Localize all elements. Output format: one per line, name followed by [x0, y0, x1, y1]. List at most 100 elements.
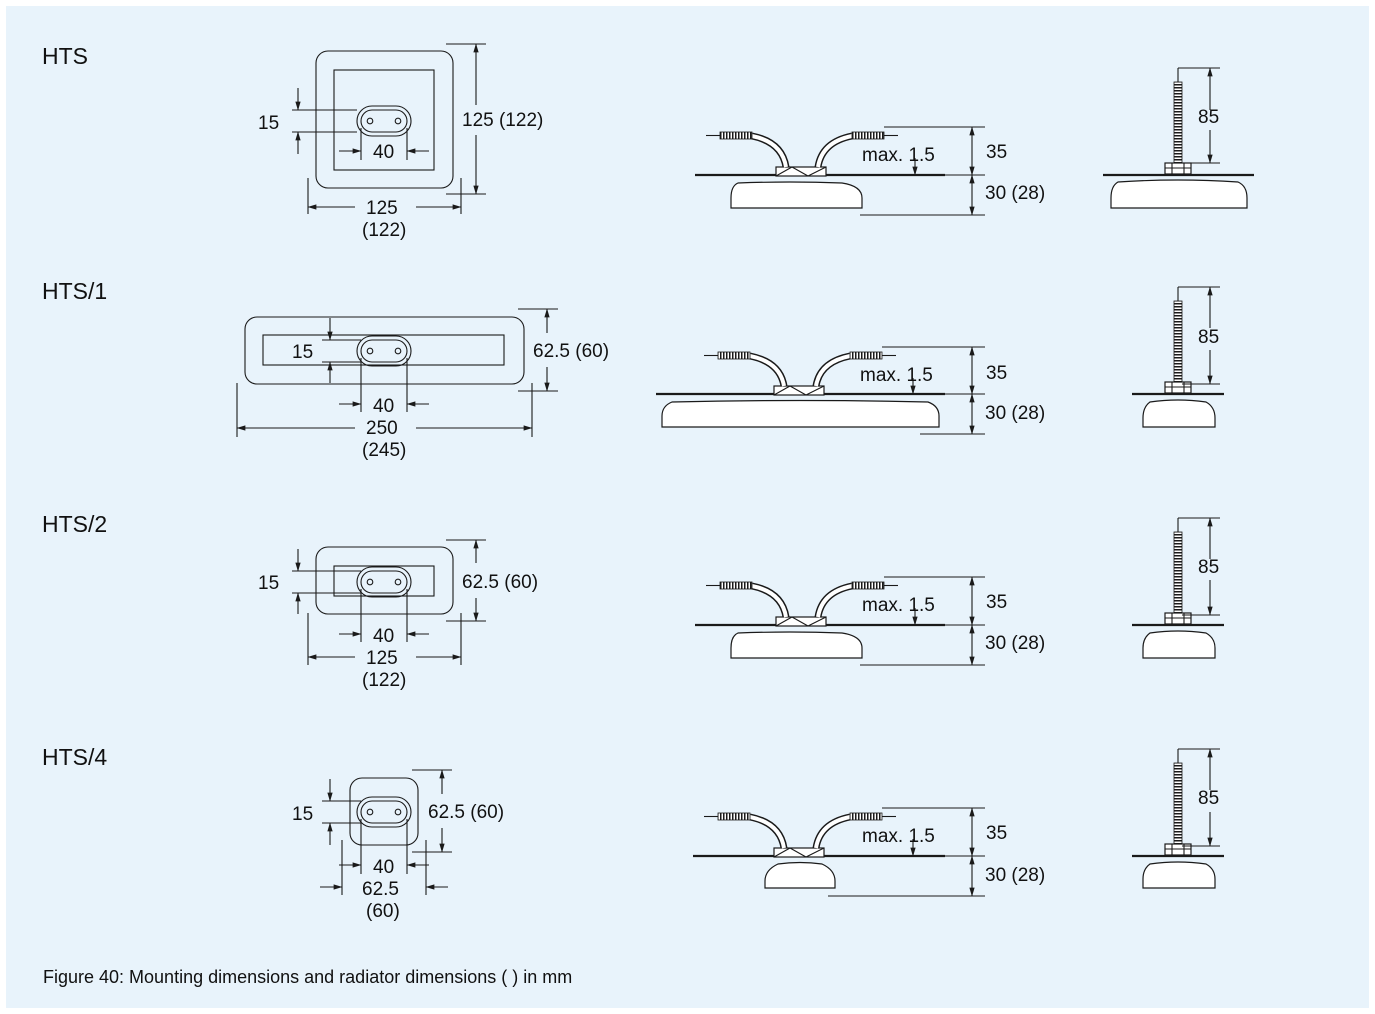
side-view-hts-2: max. 1.5 35 30 (28)	[695, 576, 1045, 666]
depth-label: 30 (28)	[985, 633, 1045, 654]
depth-label: 30 (28)	[985, 183, 1045, 204]
cable-right	[851, 581, 885, 590]
variant-hts: HTS 15 40 125 (122)	[42, 43, 1254, 241]
height-dimension-label: 62.5 (60)	[533, 341, 609, 362]
width-dimension-sub-label: (122)	[362, 220, 406, 241]
width-dimension-sub-label: (122)	[362, 670, 406, 691]
cable-right	[851, 131, 885, 140]
mounting-cutout	[333, 69, 435, 171]
radiator-body	[661, 399, 940, 428]
radiator-outline	[244, 316, 525, 385]
radiator-body	[730, 631, 863, 659]
radiator-outline	[349, 777, 419, 846]
slot-inner	[360, 570, 408, 594]
variant-hts-4: HTS/4 15 40 62.5 (60)	[42, 744, 1224, 922]
model-label-hts: HTS	[42, 43, 88, 69]
width-dimension-sub-label: (60)	[366, 901, 400, 922]
width-dimension-label: 250	[366, 418, 398, 439]
height-dimension-label: 62.5 (60)	[428, 802, 504, 823]
radiator-outline	[315, 546, 454, 615]
screw-hole-icon	[394, 808, 402, 816]
radiator-body	[764, 861, 836, 889]
cable-left	[719, 131, 753, 140]
screw-hole-icon	[394, 117, 402, 125]
plan-view-hts-2: 15 40 62.5 (60) 125 (122)	[258, 539, 538, 691]
cable-right	[849, 812, 883, 821]
screw-hole-icon	[394, 347, 402, 355]
depth-label: 30 (28)	[985, 865, 1045, 886]
variant-hts-2: HTS/2 15 40 62.5 (60)	[42, 511, 1224, 691]
cable-left	[717, 351, 751, 360]
radiator-body	[1142, 399, 1216, 428]
cable-left	[719, 581, 753, 590]
slot-outer	[356, 105, 412, 137]
cable-vertical	[1173, 762, 1183, 845]
side-view-hts-1: max. 1.5 35 30 (28)	[656, 346, 1045, 435]
height-dimension-label: 125 (122)	[462, 110, 543, 131]
radiator-body	[1110, 179, 1248, 209]
slot-inner	[360, 109, 408, 133]
plan-view-hts-1: 15 40 62.5 (60) 250 (245)	[236, 308, 609, 461]
tolerance-label: max. 1.5	[860, 365, 933, 386]
radiator-body	[1142, 630, 1216, 659]
width-dimension-label: 62.5	[362, 879, 399, 900]
plan-view-hts-4: 15 40 62.5 (60) 62.5 (60)	[292, 769, 504, 922]
radiator-outline	[315, 50, 454, 189]
tolerance-label: max. 1.5	[862, 826, 935, 847]
model-label-hts-4: HTS/4	[42, 744, 107, 770]
mounting-cutout	[333, 565, 435, 597]
slot-dimension-label: 40	[373, 396, 394, 417]
cable-height-label: 35	[986, 592, 1007, 613]
cable-length-label: 85	[1198, 788, 1219, 809]
screw-hole-icon	[366, 578, 374, 586]
slot-outer	[356, 335, 412, 367]
slot-dimension-label: 40	[373, 142, 394, 163]
side-view-hts-4: max. 1.5 35 30 (28)	[693, 807, 1045, 897]
cable-left	[717, 812, 751, 821]
width-dimension-sub-label: (245)	[362, 440, 406, 461]
slot-outer	[356, 796, 412, 828]
width-dimension-label: 125	[366, 648, 398, 669]
figure-panel	[6, 6, 1369, 1008]
slot-inner	[360, 800, 408, 824]
end-view-hts-4: 85	[1132, 748, 1224, 889]
hole-dimension-label: 15	[292, 342, 313, 363]
cable-height-label: 35	[986, 363, 1007, 384]
plan-view-hts: 15 40 125 (122) 125 (122)	[258, 43, 543, 241]
radiator-body	[730, 181, 863, 209]
mounting-cutout	[262, 334, 505, 366]
end-view-hts: 85	[1103, 67, 1254, 209]
slot-inner	[360, 339, 408, 363]
cable-length-label: 85	[1198, 557, 1219, 578]
variant-hts-1: HTS/1 15 40 62.5 (60)	[42, 278, 1224, 461]
model-label-hts-1: HTS/1	[42, 278, 107, 304]
hole-dimension-label: 15	[258, 573, 279, 594]
radiator-body	[1142, 861, 1216, 889]
cable-length-label: 85	[1198, 327, 1219, 348]
screw-hole-icon	[366, 117, 374, 125]
height-dimension-label: 62.5 (60)	[462, 572, 538, 593]
slot-dimension-label: 40	[373, 857, 394, 878]
model-label-hts-2: HTS/2	[42, 511, 107, 537]
cable-height-label: 35	[986, 823, 1007, 844]
screw-hole-icon	[366, 808, 374, 816]
figure-caption: Figure 40: Mounting dimensions and radia…	[43, 967, 572, 987]
depth-label: 30 (28)	[985, 403, 1045, 424]
end-view-hts-1: 85	[1132, 286, 1224, 428]
hole-dimension-label: 15	[258, 113, 279, 134]
tolerance-label: max. 1.5	[862, 595, 935, 616]
width-dimension-label: 125	[366, 198, 398, 219]
side-view-hts: max. 1.5 35 30 (28)	[695, 126, 1045, 216]
end-view-hts-2: 85	[1132, 517, 1224, 659]
cable-vertical	[1173, 531, 1183, 614]
hole-dimension-label: 15	[292, 804, 313, 825]
cable-right	[849, 351, 883, 360]
cable-vertical	[1173, 81, 1183, 164]
cable-length-label: 85	[1198, 107, 1219, 128]
screw-hole-icon	[366, 347, 374, 355]
screw-hole-icon	[394, 578, 402, 586]
slot-outer	[356, 566, 412, 598]
cable-vertical	[1173, 300, 1183, 383]
slot-dimension-label: 40	[373, 626, 394, 647]
